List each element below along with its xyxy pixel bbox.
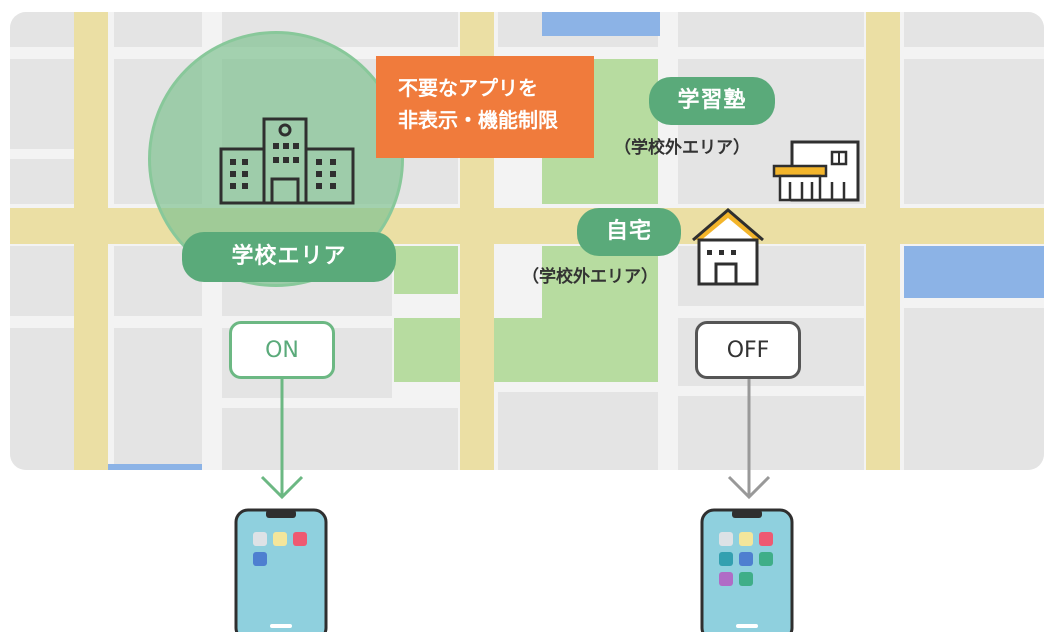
restricted-phone-app-icon	[253, 532, 267, 546]
home-house-icon	[692, 208, 764, 286]
on-arrow	[260, 379, 304, 500]
full-phone-app-icon	[759, 552, 773, 566]
home-note: （学校外エリア）	[522, 267, 658, 287]
school-building-icon	[219, 117, 355, 205]
full-phone-app-icon	[739, 532, 753, 546]
restricted-phone-app-icon	[273, 532, 287, 546]
restriction-line-1: 不要なアプリを	[398, 76, 538, 100]
full-phone-app-icon	[719, 572, 733, 586]
home-label: 自宅	[577, 208, 681, 256]
full-phone-app-icon	[719, 532, 733, 546]
full-phone-app-icon	[739, 572, 753, 586]
cram-school-label: 学習塾	[649, 77, 775, 125]
full-phone-app-icon	[759, 532, 773, 546]
off-toggle: OFF	[695, 321, 801, 379]
full-phone-app-icon	[739, 552, 753, 566]
on-toggle: ON	[229, 321, 335, 379]
full-phone-icon	[700, 508, 794, 632]
cram-school-building-icon	[772, 140, 860, 202]
school-area-label: 学校エリア	[182, 232, 396, 282]
restriction-callout: 不要なアプリを 非表示・機能制限	[376, 56, 594, 158]
off-arrow	[727, 379, 771, 500]
full-phone-app-icon	[719, 552, 733, 566]
restricted-phone-app-icon	[253, 552, 267, 566]
restricted-phone-app-icon	[293, 532, 307, 546]
restriction-line-2: 非表示・機能制限	[398, 108, 558, 132]
restricted-phone-icon	[234, 508, 328, 632]
cram-school-note: （学校外エリア）	[614, 138, 750, 158]
